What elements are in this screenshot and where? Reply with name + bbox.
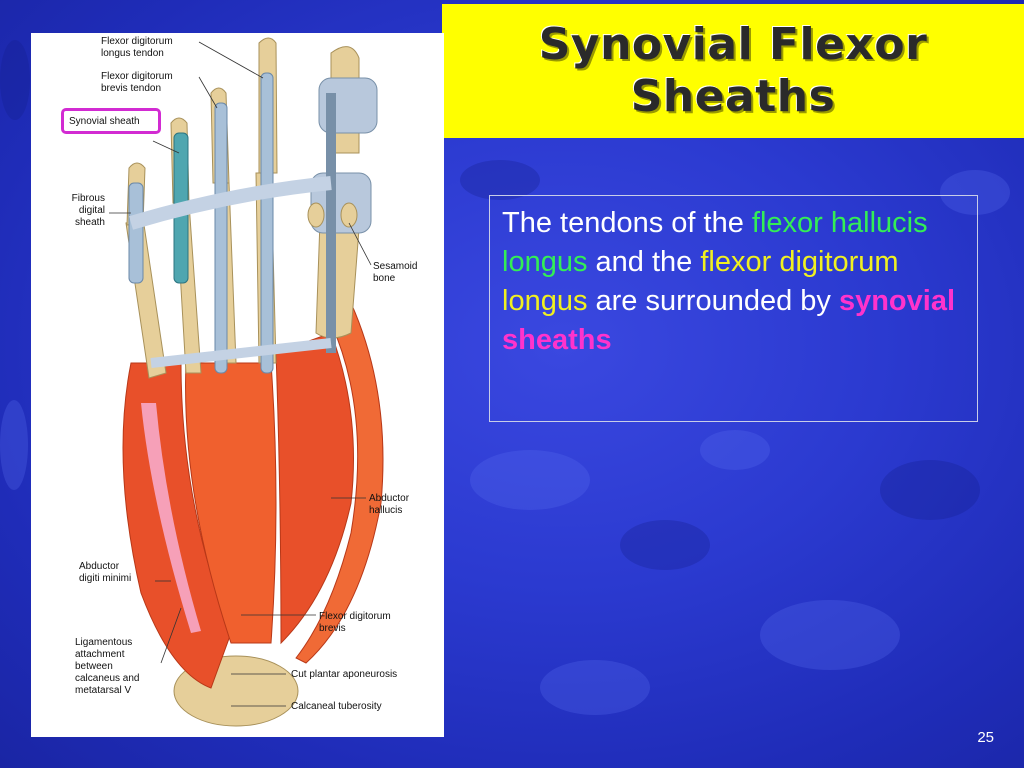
- label-calcaneal-tuberosity: Calcaneal tuberosity: [291, 701, 382, 712]
- page-number: 25: [977, 729, 994, 746]
- slide-title: Synovial Flexor Sheaths: [523, 19, 943, 123]
- term-synovial-sheaths: synovial sheaths: [502, 285, 956, 356]
- synovial-sheath-callout: Synovial sheath: [61, 108, 161, 134]
- foot-illustration: [109, 37, 384, 727]
- title-line-1: Synovial Flexor: [538, 19, 928, 70]
- body-text-3: are surrounded by: [587, 285, 839, 317]
- body-text-1: The tendons of the: [502, 207, 752, 239]
- term-flexor-hallucis-longus: flexor hallucis longus: [502, 207, 928, 278]
- title-line-2: Sheaths: [630, 71, 836, 122]
- title-banner: Synovial Flexor Sheaths: [442, 4, 1024, 138]
- term-flexor-digitorum-longus: flexor digitorum longus: [502, 246, 899, 317]
- label-cut-plantar-aponeurosis: Cut plantar aponeurosis: [291, 669, 398, 680]
- body-text-box: The tendons of the flexor hallucis longu…: [489, 195, 978, 422]
- body-text-2: and the: [587, 246, 701, 278]
